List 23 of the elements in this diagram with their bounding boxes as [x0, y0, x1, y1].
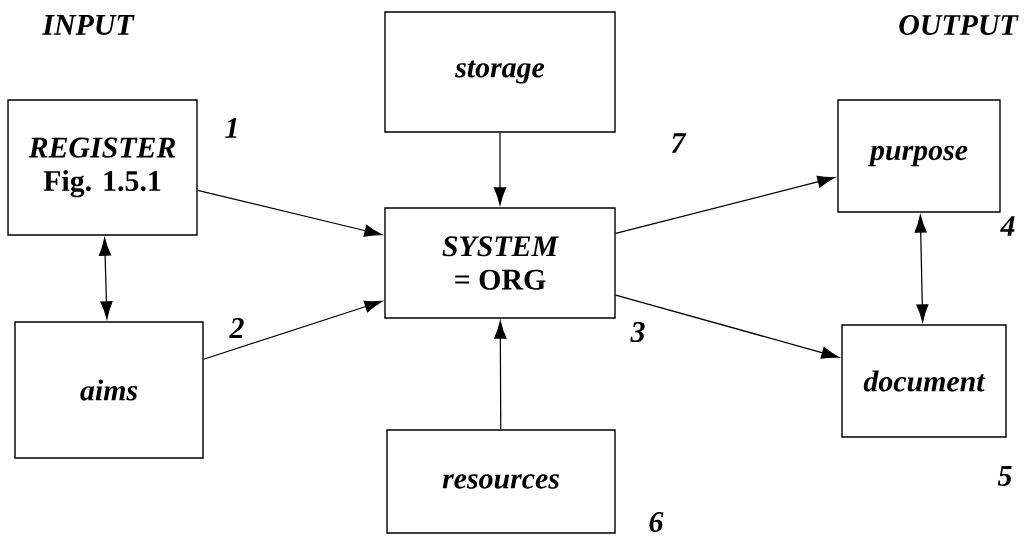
process-box: resources [386, 429, 616, 534]
callout-number: 1 [225, 118, 237, 138]
process-box: document [841, 324, 1007, 438]
callout-number: 5 [997, 466, 1012, 486]
heading: INPUT [42, 15, 135, 35]
process-box: purpose [837, 99, 1001, 213]
arrow [914, 215, 929, 322]
arrow [494, 321, 507, 430]
arrow [493, 132, 507, 205]
arrow [197, 189, 383, 237]
process-box: REGISTER Fig. 1.5.1 [7, 99, 198, 236]
arrow [615, 175, 836, 235]
callout-number: 2 [229, 318, 244, 338]
process-box: SYSTEM = ORG [384, 207, 616, 319]
arrow [615, 294, 840, 359]
callout-number: 4 [1000, 216, 1015, 236]
callout-number: 6 [649, 511, 664, 533]
process-box: storage [384, 11, 616, 133]
arrow [203, 300, 383, 360]
heading: OUTPUT [899, 14, 1019, 36]
process-box: aims [14, 321, 204, 459]
callout-number: 7 [671, 133, 687, 153]
callout-number: 3 [630, 321, 645, 343]
